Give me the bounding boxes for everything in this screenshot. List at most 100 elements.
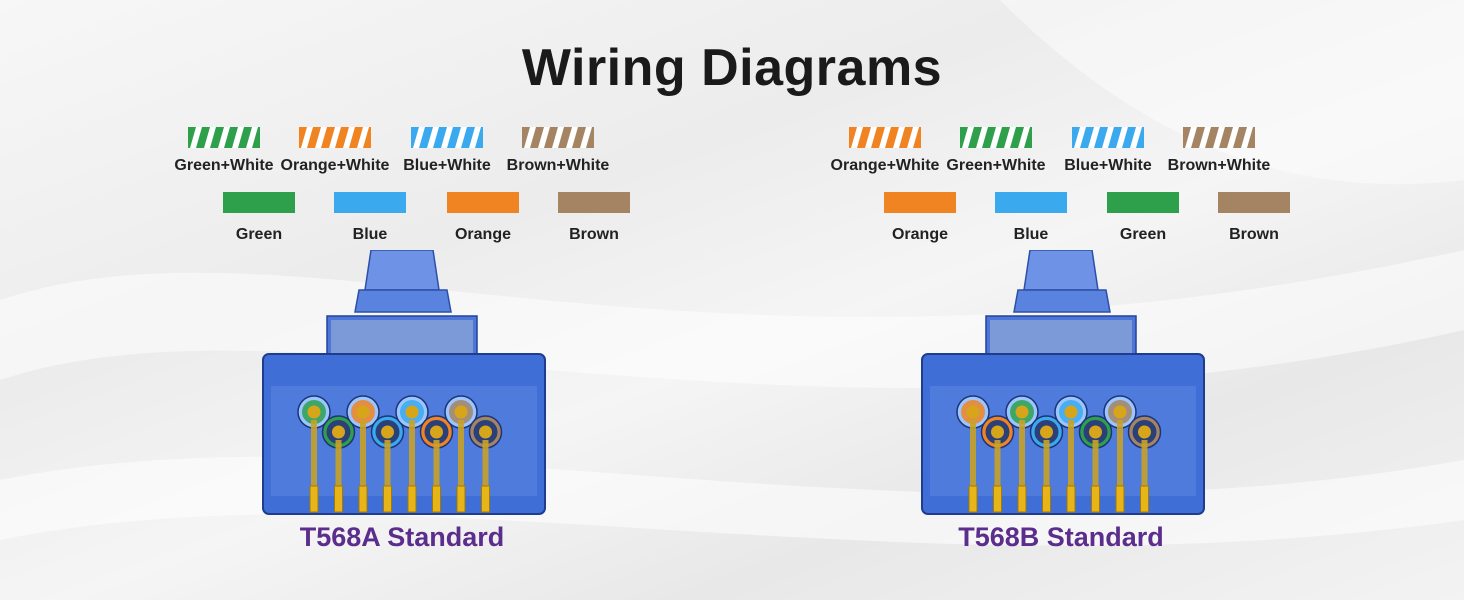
stripe-band — [307, 127, 321, 148]
solid-swatch — [447, 192, 519, 213]
t568b-solid-item-2: Blue — [976, 192, 1086, 244]
solid-swatch — [1218, 192, 1290, 213]
t568b-striped-item-2: Green+White — [941, 127, 1051, 175]
stripe-band — [968, 127, 982, 148]
striped-swatch — [411, 127, 483, 148]
solid-swatch — [223, 192, 295, 213]
stripe-band — [363, 127, 371, 148]
stripe-band — [586, 127, 594, 148]
solid-swatch — [334, 192, 406, 213]
stripe-band — [982, 127, 996, 148]
swatch-label: Green — [1119, 226, 1167, 243]
contact-blade — [384, 440, 391, 498]
striped-swatch — [1183, 127, 1255, 148]
contact-pin — [1017, 485, 1027, 513]
contact-blade — [1141, 440, 1148, 498]
wire-copper — [405, 405, 419, 419]
latch — [1023, 250, 1099, 291]
wire-copper — [332, 425, 345, 439]
stripe-band — [849, 127, 857, 148]
wire-copper — [430, 425, 443, 439]
stripe-band — [1205, 127, 1219, 148]
t568a-striped-item-2: Orange+White — [280, 127, 390, 175]
t568a-standard-label: T568A Standard — [299, 522, 505, 552]
stripe-band — [530, 127, 544, 148]
solid-swatch — [995, 192, 1067, 213]
stripe-band — [899, 127, 913, 148]
stripe-band — [335, 127, 349, 148]
stripe-band — [419, 127, 433, 148]
stripe-band — [1072, 127, 1080, 148]
stripe-band — [349, 127, 363, 148]
contact-blade — [994, 440, 1001, 498]
stripe-band — [238, 127, 252, 148]
contact-pin — [1115, 485, 1125, 513]
stripe-band — [1010, 127, 1024, 148]
contact-blade — [311, 420, 317, 498]
t568a-striped-item-4: Brown+White — [503, 127, 613, 175]
wire-copper — [454, 405, 468, 419]
swatch-label: Orange+White — [830, 157, 940, 174]
t568b-solid-item-3: Green — [1088, 192, 1198, 244]
t568b-panel: Orange+White Green+White Blue+White Brow… — [816, 0, 1316, 600]
stripe-band — [1094, 127, 1108, 148]
latch-base — [354, 289, 452, 313]
stripe-band — [1108, 127, 1122, 148]
t568a-solid-item-4: Brown — [539, 192, 649, 244]
t568b-standard-label: T568B Standard — [958, 522, 1164, 552]
contact-blade — [482, 440, 489, 498]
stripe-band — [871, 127, 885, 148]
t568b-striped-item-1: Orange+White — [830, 127, 940, 175]
wire-copper — [1015, 405, 1029, 419]
wire-copper — [966, 405, 980, 419]
stripe-band — [913, 127, 921, 148]
swatch-label: Blue+White — [1064, 157, 1152, 174]
wire-copper — [1113, 405, 1127, 419]
t568b-solid-item-4: Brown — [1199, 192, 1309, 244]
t568a-solid-item-3: Orange — [428, 192, 538, 244]
t568b-striped-legend: Orange+White Green+White Blue+White Brow… — [816, 127, 1296, 197]
contact-pin — [407, 485, 417, 513]
swatch-label: Orange+White — [280, 157, 390, 174]
contact-blade — [335, 440, 342, 498]
latch-base — [1013, 289, 1111, 313]
stripe-band — [996, 127, 1010, 148]
contact-pin — [1066, 485, 1076, 513]
contact-blade — [1117, 420, 1123, 498]
stripe-band — [1233, 127, 1247, 148]
striped-swatch — [1072, 127, 1144, 148]
stripe-band — [224, 127, 238, 148]
swatch-label: Blue+White — [403, 157, 491, 174]
wire-copper — [1064, 405, 1078, 419]
contact-blade — [433, 440, 440, 498]
t568b-solid-legend: Orange Blue Green Brown — [816, 192, 1296, 262]
contact-pin — [309, 485, 319, 513]
stripe-band — [461, 127, 475, 148]
contact-blade — [1068, 420, 1074, 498]
swatch-label: Brown+White — [1167, 157, 1271, 174]
stripe-band — [1219, 127, 1233, 148]
t568a-striped-item-3: Blue+White — [392, 127, 502, 175]
stripe-band — [188, 127, 196, 148]
page-title: Wiring Diagrams — [521, 39, 943, 97]
stripe-band — [321, 127, 335, 148]
stripe-band — [210, 127, 224, 148]
t568a-solid-item-2: Blue — [315, 192, 425, 244]
contact-pin — [456, 485, 466, 513]
rj45-connector-t568a — [262, 250, 546, 515]
stripe-band — [857, 127, 871, 148]
t568b-solid-item-1: Orange — [865, 192, 975, 244]
swatch-label: Green+White — [174, 157, 274, 174]
swatch-label: Orange — [454, 226, 511, 243]
contact-blade — [360, 420, 366, 498]
stripe-band — [544, 127, 558, 148]
stripe-band — [1136, 127, 1144, 148]
t568a-striped-legend: Green+White Orange+White Blue+White Brow… — [160, 127, 640, 197]
stripe-band — [411, 127, 419, 148]
stripe-band — [475, 127, 483, 148]
contact-blade — [458, 420, 464, 498]
stripe-band — [299, 127, 307, 148]
contact-pin — [383, 485, 392, 513]
contact-pin — [1042, 485, 1051, 513]
stripe-band — [1191, 127, 1205, 148]
